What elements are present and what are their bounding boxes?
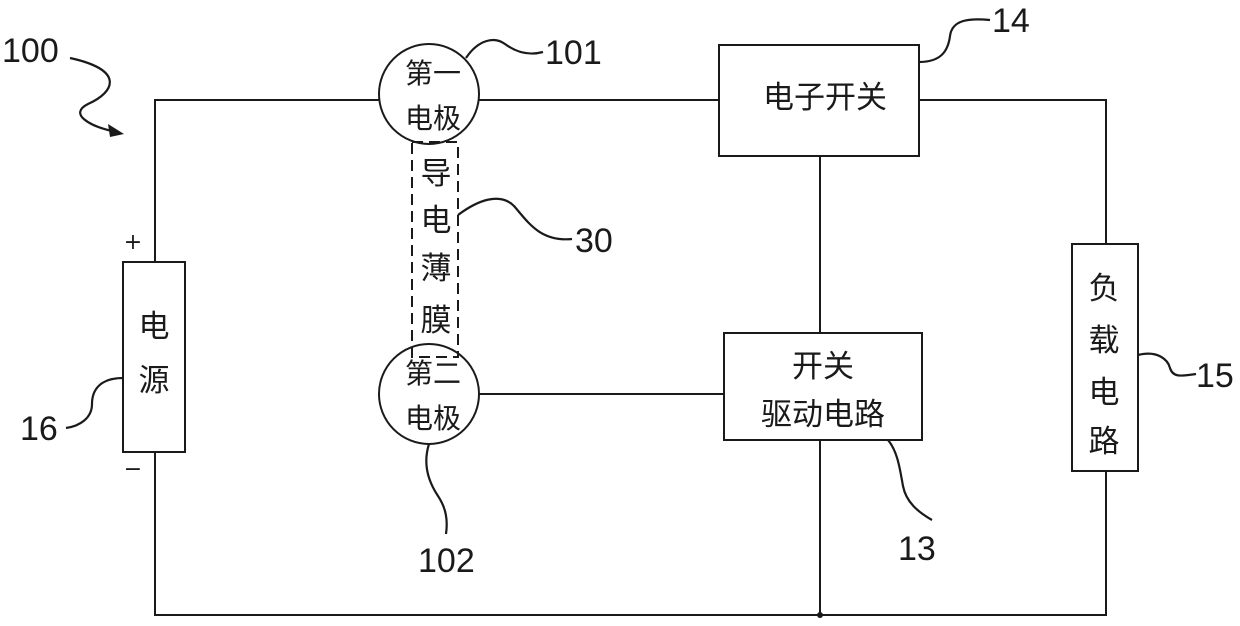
load-circuit-label-3: 电 — [1089, 375, 1120, 411]
conductive-film-label-4: 膜 — [421, 303, 452, 339]
conductive-film-label-3: 薄 — [421, 251, 452, 287]
negative-sign: − — [124, 457, 142, 482]
first-electrode: 第一 电极 — [379, 44, 479, 144]
leader-100 — [70, 58, 112, 131]
leader-lines — [66, 19, 1196, 534]
ref-100: 100 — [2, 32, 59, 70]
switch-driver: 开关 驱动电路 — [724, 333, 922, 440]
ref-16: 16 — [20, 410, 58, 448]
wire-return — [155, 452, 1106, 615]
ref-101: 101 — [545, 34, 602, 72]
reference-numerals: 100 101 30 14 13 15 16 102 — [2, 2, 1234, 580]
leader-102 — [426, 444, 446, 534]
leader-14 — [919, 19, 990, 62]
power-source-label-2: 源 — [139, 363, 170, 399]
power-source-label-1: 电 — [139, 309, 170, 345]
load-circuit: 负 载 电 路 — [1072, 244, 1138, 471]
ref-14: 14 — [992, 2, 1030, 40]
electronic-switch: 电子开关 — [719, 45, 919, 156]
leader-16 — [66, 378, 123, 428]
wire-power-to-electrode-1 — [155, 100, 380, 262]
positive-sign: + — [124, 230, 142, 255]
load-circuit-label-1: 负 — [1089, 271, 1120, 307]
switch-driver-label-1: 开关 — [792, 349, 854, 385]
second-electrode-label-2: 电极 — [405, 402, 461, 435]
leader-13 — [888, 440, 932, 520]
first-electrode-label-2: 电极 — [405, 102, 461, 135]
ref-30: 30 — [575, 222, 613, 260]
ref-102: 102 — [418, 542, 475, 580]
electronic-switch-label: 电子开关 — [763, 80, 887, 116]
leader-30 — [458, 199, 572, 240]
first-electrode-label-1: 第一 — [405, 57, 461, 90]
junction-dot — [817, 612, 823, 618]
conductive-film: 导 电 薄 膜 — [412, 142, 458, 357]
conductive-film-label-2: 电 — [421, 203, 452, 239]
leader-101 — [466, 40, 543, 58]
conductive-film-label-1: 导 — [421, 156, 452, 192]
power-source: 电 源 + − — [123, 230, 185, 482]
second-electrode: 第二 电极 — [379, 344, 479, 444]
switch-driver-label-2: 驱动电路 — [761, 397, 885, 433]
load-circuit-label-4: 路 — [1089, 424, 1120, 460]
ref-15: 15 — [1196, 357, 1234, 395]
wires — [155, 100, 1106, 618]
leader-15 — [1138, 354, 1196, 376]
wire-switch-to-load — [919, 100, 1106, 244]
leader-100-arrowhead — [108, 124, 124, 137]
second-electrode-label-1: 第二 — [405, 357, 461, 390]
ref-13: 13 — [898, 530, 936, 568]
load-circuit-label-2: 载 — [1089, 323, 1120, 359]
